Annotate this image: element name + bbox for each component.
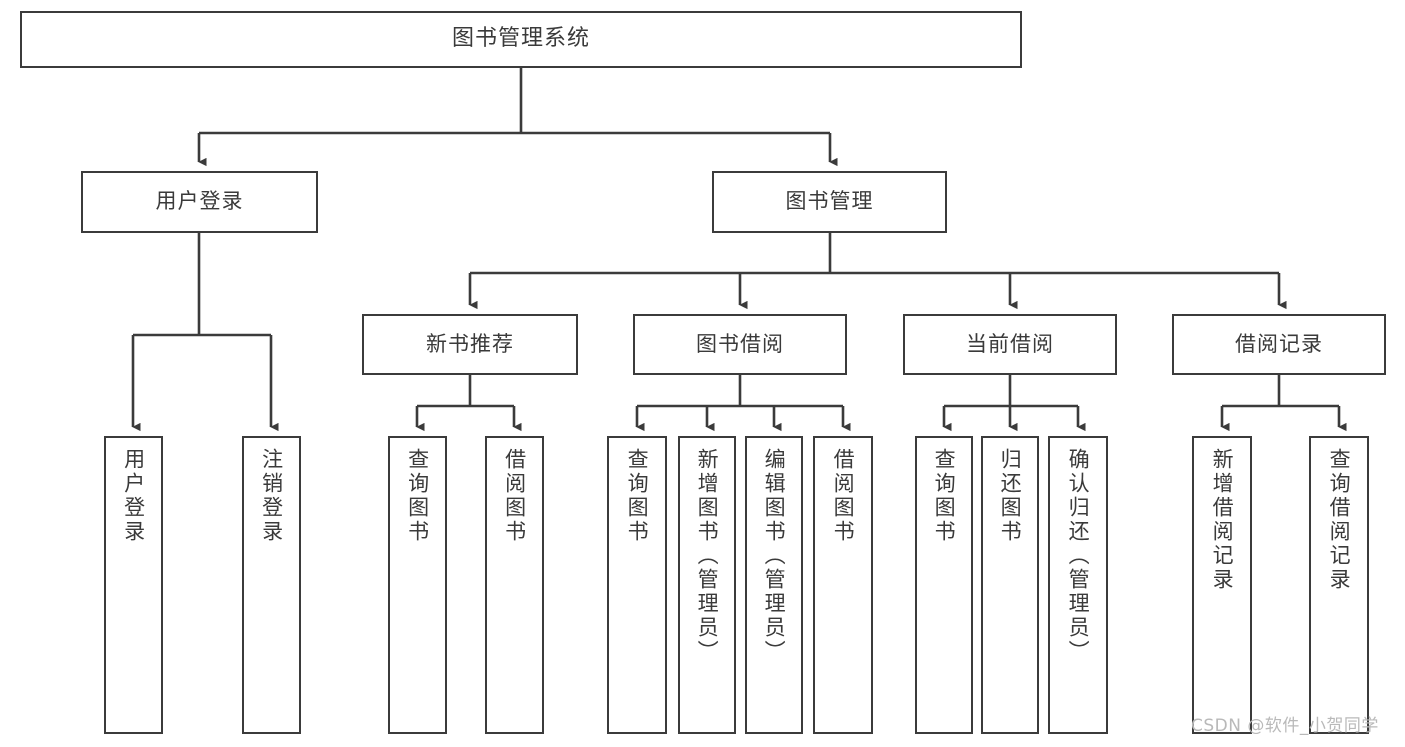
node-label: 借阅图书: [502, 448, 527, 544]
node-label: 编辑图书（管理员）: [762, 448, 787, 664]
node-borrow-record[interactable]: 借阅记录: [1172, 314, 1386, 375]
leaf-record-query-borrow-record[interactable]: 查询借阅记录: [1309, 436, 1369, 734]
leaf-borrow-edit-book-admin[interactable]: 编辑图书（管理员）: [745, 436, 803, 734]
node-label: 用户登录: [155, 189, 244, 214]
node-label: 当前借阅: [966, 331, 1054, 356]
node-label: 新增借阅记录: [1210, 448, 1235, 592]
leaf-newbook-borrow-book[interactable]: 借阅图书: [485, 436, 544, 734]
node-label: 注销登录: [259, 448, 284, 544]
node-label: 查询图书: [405, 448, 430, 544]
node-label: 查询借阅记录: [1327, 448, 1352, 592]
node-label: 确认归还（管理员）: [1066, 448, 1091, 664]
node-label: 图书管理系统: [451, 26, 590, 52]
leaf-record-add-borrow-record[interactable]: 新增借阅记录: [1192, 436, 1252, 734]
node-book-borrow[interactable]: 图书借阅: [633, 314, 847, 375]
node-label: 查询图书: [625, 448, 650, 544]
leaf-user-login[interactable]: 用户登录: [104, 436, 163, 734]
node-label: 新书推荐: [426, 331, 514, 356]
node-label: 图书借阅: [696, 331, 784, 356]
node-user-login[interactable]: 用户登录: [81, 171, 318, 233]
node-label: 查询图书: [932, 448, 957, 544]
node-label: 借阅图书: [831, 448, 856, 544]
leaf-newbook-query-book[interactable]: 查询图书: [388, 436, 447, 734]
node-new-book-recommend[interactable]: 新书推荐: [362, 314, 578, 375]
node-label: 归还图书: [998, 448, 1023, 544]
leaf-borrow-query-book[interactable]: 查询图书: [607, 436, 667, 734]
leaf-borrow-borrow-book[interactable]: 借阅图书: [813, 436, 873, 734]
node-label: 用户登录: [121, 448, 146, 544]
node-label: 新增图书（管理员）: [695, 448, 720, 664]
node-label: 借阅记录: [1235, 331, 1323, 356]
node-root-system[interactable]: 图书管理系统: [20, 11, 1022, 68]
leaf-current-return-book[interactable]: 归还图书: [981, 436, 1039, 734]
leaf-user-logout[interactable]: 注销登录: [242, 436, 301, 734]
watermark-text: CSDN @软件_小贺同学: [1191, 716, 1379, 736]
leaf-current-query-book[interactable]: 查询图书: [915, 436, 973, 734]
node-label: 图书管理: [785, 189, 874, 214]
leaf-borrow-add-book-admin[interactable]: 新增图书（管理员）: [678, 436, 736, 734]
node-book-management[interactable]: 图书管理: [712, 171, 947, 233]
node-current-borrow[interactable]: 当前借阅: [903, 314, 1117, 375]
leaf-current-confirm-return-admin[interactable]: 确认归还（管理员）: [1048, 436, 1108, 734]
